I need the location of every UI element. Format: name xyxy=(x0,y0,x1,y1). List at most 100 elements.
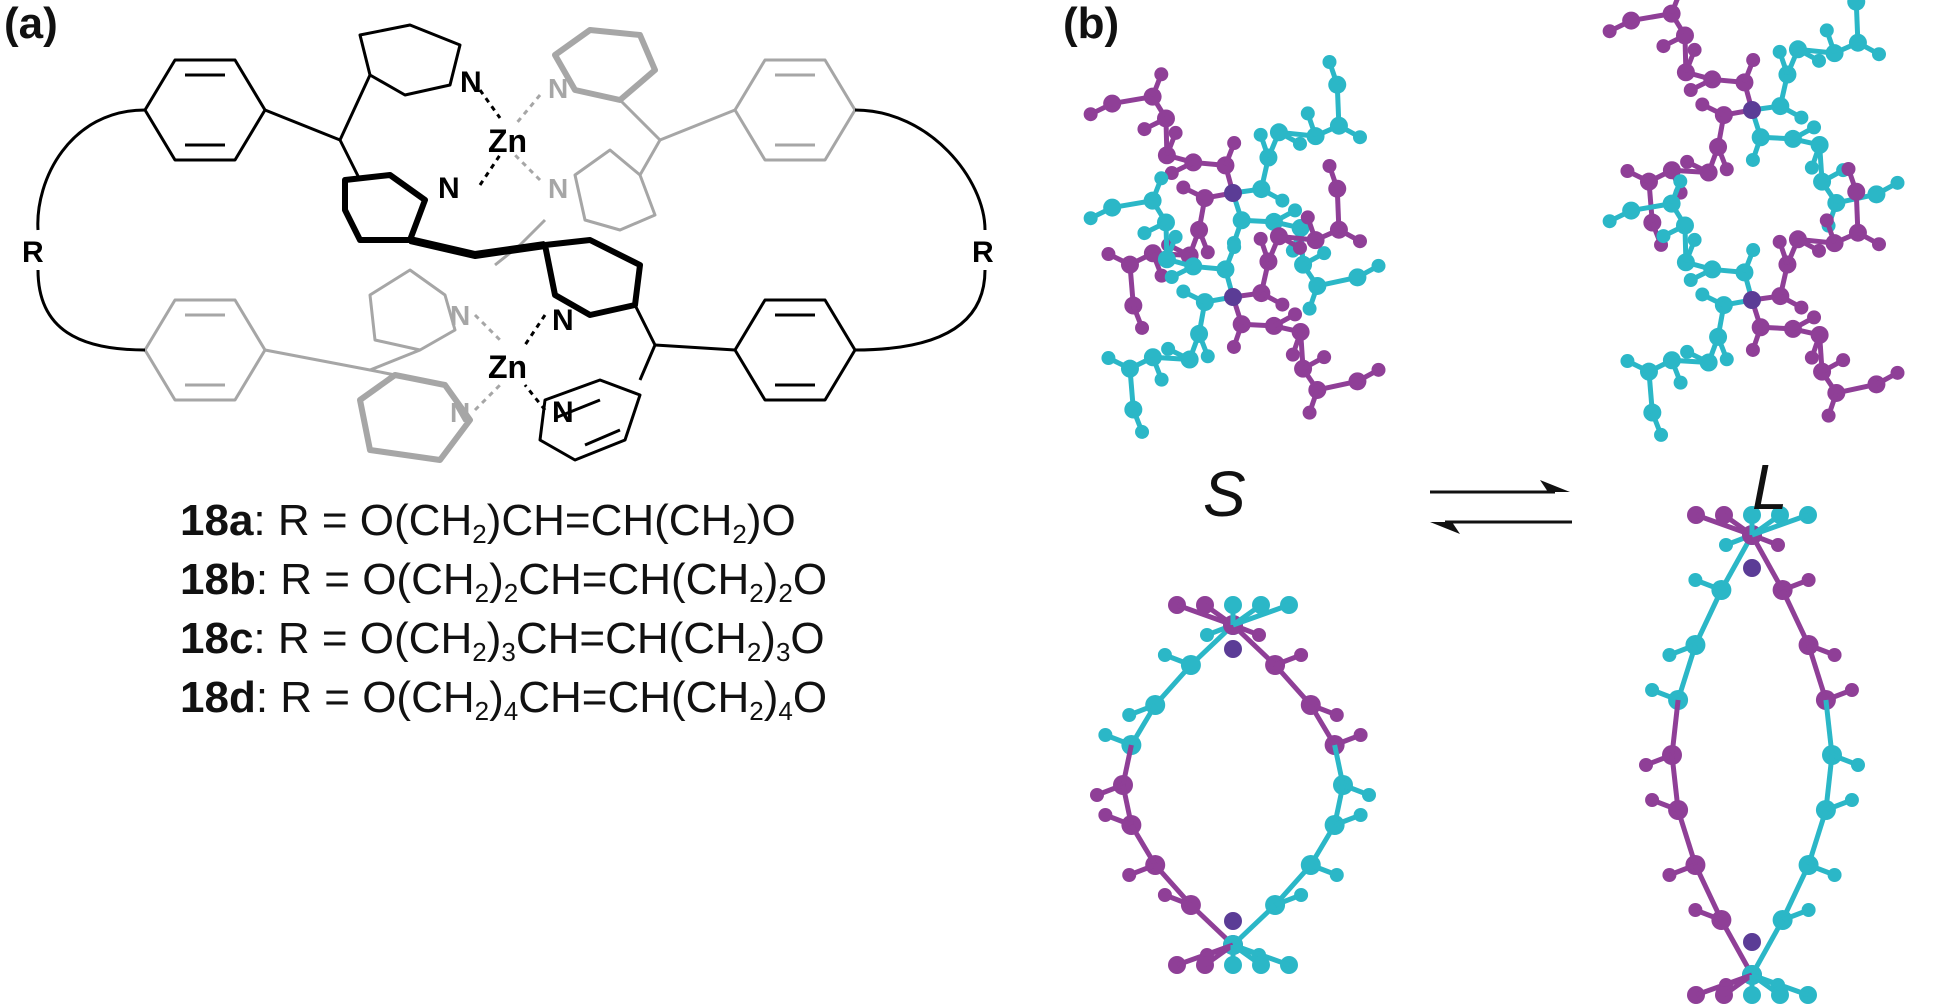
atom-ball xyxy=(1851,758,1865,772)
atom-ball xyxy=(1804,160,1819,175)
atom-ball xyxy=(1164,166,1179,181)
atom-ball xyxy=(1847,0,1866,11)
bond-stick xyxy=(1669,699,1681,756)
bond-stick xyxy=(1823,754,1835,811)
atom-ball xyxy=(1794,300,1809,315)
atom-ball xyxy=(1680,154,1695,169)
bond-stick xyxy=(1675,644,1698,701)
atom-ball xyxy=(1654,427,1669,442)
bond-stick xyxy=(1273,863,1313,907)
isomer-label-s: S xyxy=(1203,458,1246,530)
atom-ball xyxy=(1224,912,1242,930)
atom-ball xyxy=(1224,184,1242,202)
bond-stick xyxy=(1176,602,1234,628)
atom-ball xyxy=(1168,229,1183,244)
atom-ball xyxy=(1154,67,1169,82)
atom-ball xyxy=(1137,122,1152,137)
atom-ball xyxy=(1673,174,1688,189)
atom-ball xyxy=(1252,628,1266,642)
bond-stick xyxy=(1669,0,1680,15)
atom-ball xyxy=(1807,120,1822,135)
atom-ball xyxy=(1317,246,1332,261)
atom-ball xyxy=(1275,193,1290,208)
atom-ball xyxy=(1819,23,1834,38)
atom-ball xyxy=(1745,152,1760,167)
atom-n: N xyxy=(552,304,574,337)
atom-ball xyxy=(1645,683,1660,697)
bond-stick xyxy=(1153,663,1193,707)
atom-ball xyxy=(1680,344,1695,359)
atom-ball xyxy=(1639,758,1653,772)
bond-stick xyxy=(1232,602,1290,628)
bond-stick xyxy=(1308,823,1337,867)
bond-stick xyxy=(1129,703,1158,747)
atom-ball xyxy=(1827,648,1842,662)
atom-ball xyxy=(1683,273,1698,288)
panel-label-b: (b) xyxy=(1063,0,1120,48)
bond-stick xyxy=(1332,784,1346,826)
compound-id: 18a xyxy=(180,496,254,545)
atom-ball xyxy=(1771,538,1785,552)
atom-ball xyxy=(1083,211,1098,226)
compound-id: 18d xyxy=(180,673,256,722)
atom-zn-top: Zn xyxy=(488,123,527,159)
bond-stick xyxy=(1806,809,1829,866)
bond-stick xyxy=(1332,744,1346,786)
atom-ball xyxy=(1821,408,1836,423)
atom-ball xyxy=(1719,162,1734,177)
atom-ball xyxy=(1275,297,1290,312)
atom-n: N xyxy=(460,66,482,99)
atom-ball xyxy=(1352,234,1367,249)
svg-text:N: N xyxy=(548,73,568,104)
atom-ball xyxy=(1154,171,1169,186)
atom-ball xyxy=(1827,868,1842,882)
atom-ball xyxy=(1620,354,1635,369)
atom-ball xyxy=(1154,372,1169,387)
atom-ball xyxy=(1371,362,1386,377)
atom-ball xyxy=(1292,240,1307,255)
atom-ball xyxy=(1101,247,1116,262)
model-l-top-view xyxy=(1602,0,1905,442)
atom-ball xyxy=(1227,240,1242,255)
bond-stick xyxy=(1695,972,1753,998)
atom-ball xyxy=(1224,640,1242,658)
atom-ball xyxy=(1157,888,1172,902)
atom-ball xyxy=(1122,708,1137,722)
atom-ball xyxy=(1794,110,1809,125)
atom-ball xyxy=(1841,161,1856,176)
bond-stick xyxy=(1780,588,1811,647)
atom-ball xyxy=(1746,243,1761,258)
atom-ball xyxy=(1226,339,1241,354)
atom-ball xyxy=(1168,125,1183,140)
bond-stick xyxy=(1176,942,1234,968)
atom-ball xyxy=(1253,231,1268,246)
atom-ball xyxy=(1772,234,1787,249)
atom-ball xyxy=(1620,164,1635,179)
double-helicate-structure: N N N N N xyxy=(22,23,994,463)
bond-stick xyxy=(1120,744,1134,786)
atom-ball xyxy=(1811,243,1826,258)
atom-ball xyxy=(1801,573,1816,587)
atom-ball xyxy=(1098,728,1113,742)
atom-ball xyxy=(1683,83,1698,98)
bond-stick xyxy=(1749,918,1785,977)
substituent-r-right: R xyxy=(972,236,994,269)
bond-stick xyxy=(1749,533,1785,592)
bond-stick xyxy=(1823,699,1835,756)
bond-stick xyxy=(1751,512,1809,538)
bond-stick xyxy=(1806,644,1829,701)
panel-label-a: (a) xyxy=(4,0,58,48)
atom-ball xyxy=(1135,424,1150,439)
compound-id: 18b xyxy=(180,555,256,604)
atom-ball xyxy=(1673,375,1688,390)
atom-ball xyxy=(1176,284,1191,299)
atom-ball xyxy=(1656,39,1671,54)
atom-ball xyxy=(1164,270,1179,285)
atom-ball xyxy=(1288,307,1303,322)
equilibrium-arrows xyxy=(1430,480,1572,534)
bond-stick xyxy=(1231,623,1277,667)
atom-ball xyxy=(1745,342,1760,357)
atom-ball xyxy=(1719,352,1734,367)
bond-stick xyxy=(1129,823,1158,867)
atom-ball xyxy=(1801,903,1816,917)
